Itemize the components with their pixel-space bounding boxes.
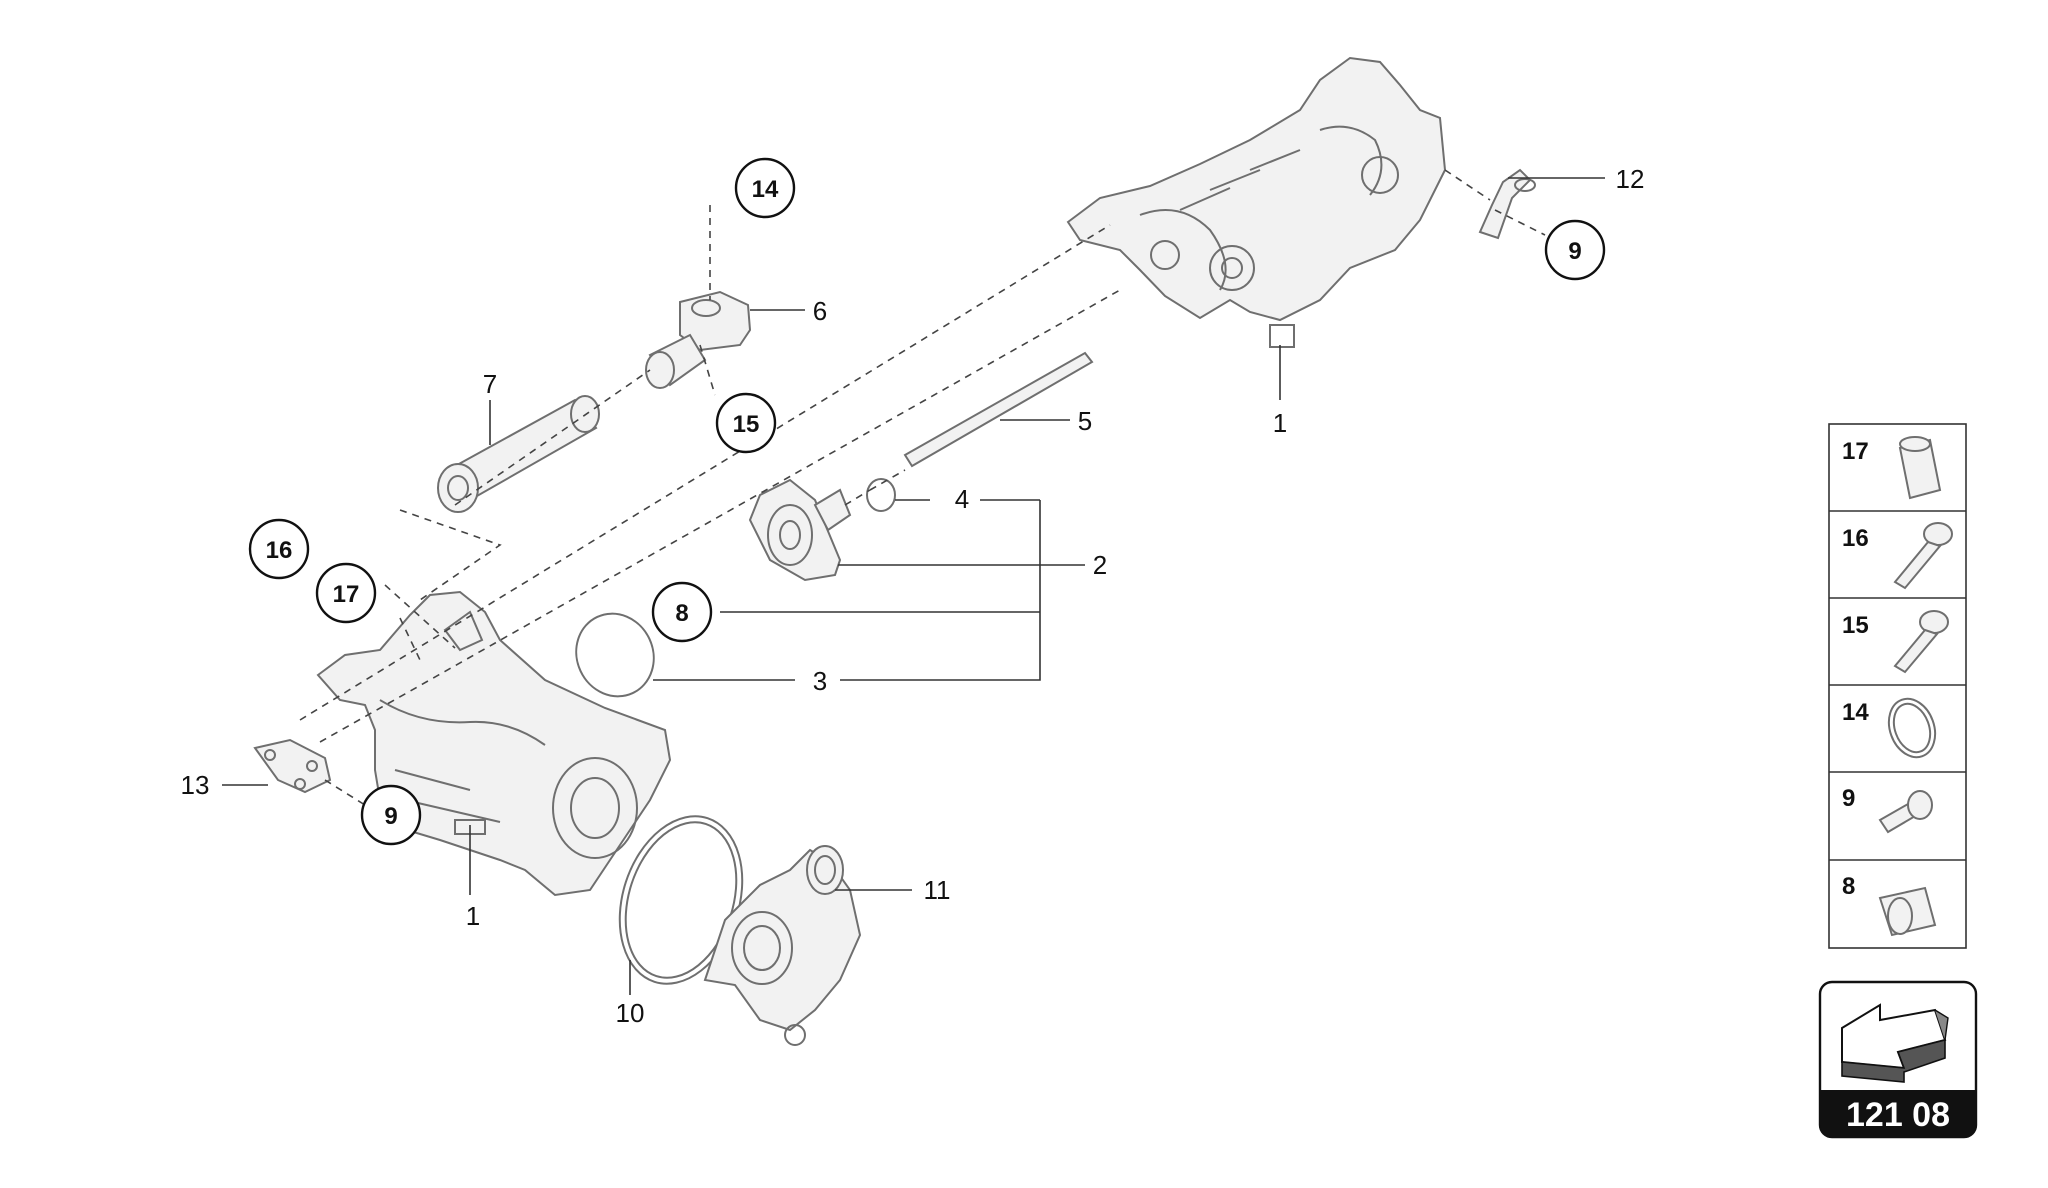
callout-6: 6 xyxy=(813,296,827,326)
sleeve-tube xyxy=(437,395,600,513)
bracket-right xyxy=(1478,168,1536,240)
callout-5: 5 xyxy=(1078,406,1092,436)
o-ring-icon xyxy=(1887,697,1937,759)
bracket-left xyxy=(253,738,332,794)
bolt-short-icon xyxy=(1893,610,1949,674)
legend-item-17: 17 xyxy=(1842,438,1869,465)
assembly-lines xyxy=(299,169,1546,806)
leader-lines xyxy=(222,177,1605,995)
callout-4: 4 xyxy=(955,484,969,514)
page-reference-code: 121 08 xyxy=(1846,1096,1950,1134)
circled-callout-17: 17 xyxy=(315,562,377,624)
legend-item-9: 9 xyxy=(1842,785,1855,812)
gearbox-housing-lower xyxy=(316,590,672,897)
callout-7: 7 xyxy=(483,369,497,399)
legend-item-8: 8 xyxy=(1842,873,1855,900)
circled-callouts: 14 15 9 16 17 8 9 xyxy=(248,157,1606,846)
bolt-long-icon xyxy=(1893,522,1953,590)
circled-callout-9-upper: 9 xyxy=(1544,219,1606,281)
circled-callout-9-lower: 9 xyxy=(360,784,422,846)
drive-shaft xyxy=(903,351,1094,468)
svg-text:9: 9 xyxy=(1568,238,1581,265)
pump-flange xyxy=(748,478,852,582)
svg-text:14: 14 xyxy=(752,176,779,203)
callout-11: 11 xyxy=(924,875,951,905)
legend-item-16: 16 xyxy=(1842,525,1869,552)
callout-1-upper: 1 xyxy=(1273,408,1287,438)
circled-callout-15: 15 xyxy=(715,392,777,454)
circled-callout-14: 14 xyxy=(734,157,796,219)
callout-2: 2 xyxy=(1093,550,1107,580)
callout-1-lower: 1 xyxy=(466,901,480,931)
legend-item-14: 14 xyxy=(1842,699,1869,726)
pipe-fitting xyxy=(645,290,752,389)
callout-10: 10 xyxy=(616,998,645,1028)
small-parts-legend: 17 16 15 14 9 8 xyxy=(1828,423,1967,949)
o-ring-large xyxy=(575,612,655,698)
svg-text:15: 15 xyxy=(733,411,760,438)
arrow-icon xyxy=(1841,1003,1949,1083)
svg-text:9: 9 xyxy=(384,803,397,830)
callout-labels: 1 12 6 7 5 4 2 3 13 1 10 11 xyxy=(181,164,1645,1028)
circled-callout-8: 8 xyxy=(651,581,713,643)
bushing-icon xyxy=(1878,886,1937,937)
callout-12: 12 xyxy=(1616,164,1645,194)
screw-icon xyxy=(1878,790,1933,834)
svg-text:8: 8 xyxy=(675,600,688,627)
callout-13: 13 xyxy=(181,770,210,800)
sleeve-icon xyxy=(1898,436,1942,500)
legend-item-15: 15 xyxy=(1842,612,1869,639)
gearbox-housing-upper xyxy=(1066,56,1447,348)
svg-text:16: 16 xyxy=(266,537,293,564)
svg-text:17: 17 xyxy=(333,581,360,608)
thermostat-housing xyxy=(703,845,862,1046)
callout-3: 3 xyxy=(813,666,827,696)
page-reference-badge[interactable]: 121 08 xyxy=(1818,980,1978,1139)
circled-callout-16: 16 xyxy=(248,518,310,580)
o-ring-small xyxy=(866,478,896,512)
